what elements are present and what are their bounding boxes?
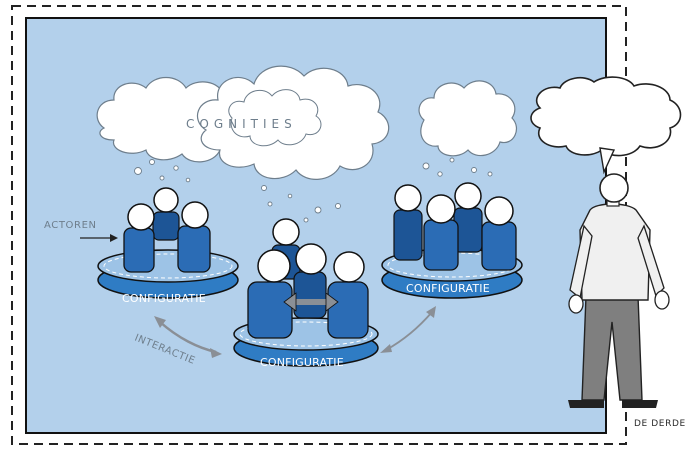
interaction-arrow-left (154, 316, 222, 358)
configuratie-label-left: CONFIGURATIE (122, 292, 206, 305)
platform-left (97, 249, 239, 299)
interaction-arrow-center (283, 292, 339, 312)
speech-bubble (530, 76, 682, 175)
cognities-label: COGNITIES (186, 117, 297, 131)
cloud-right (418, 80, 517, 157)
interaction-arrow-right (380, 306, 436, 353)
actor-group-center (247, 218, 369, 339)
actoren-arrow (80, 234, 118, 242)
configuratie-label-center: CONFIGURATIE (260, 356, 344, 369)
person-de-derde (568, 173, 670, 408)
actor-group-left (123, 187, 211, 273)
thought-bubbles (134, 157, 493, 223)
actor-group-right (393, 182, 517, 271)
actoren-label: ACTOREN (44, 220, 97, 231)
cloud-center-inner (228, 89, 322, 147)
de-derde-label: DE DERDE (634, 419, 686, 429)
configuratie-label-right: CONFIGURATIE (406, 282, 490, 295)
